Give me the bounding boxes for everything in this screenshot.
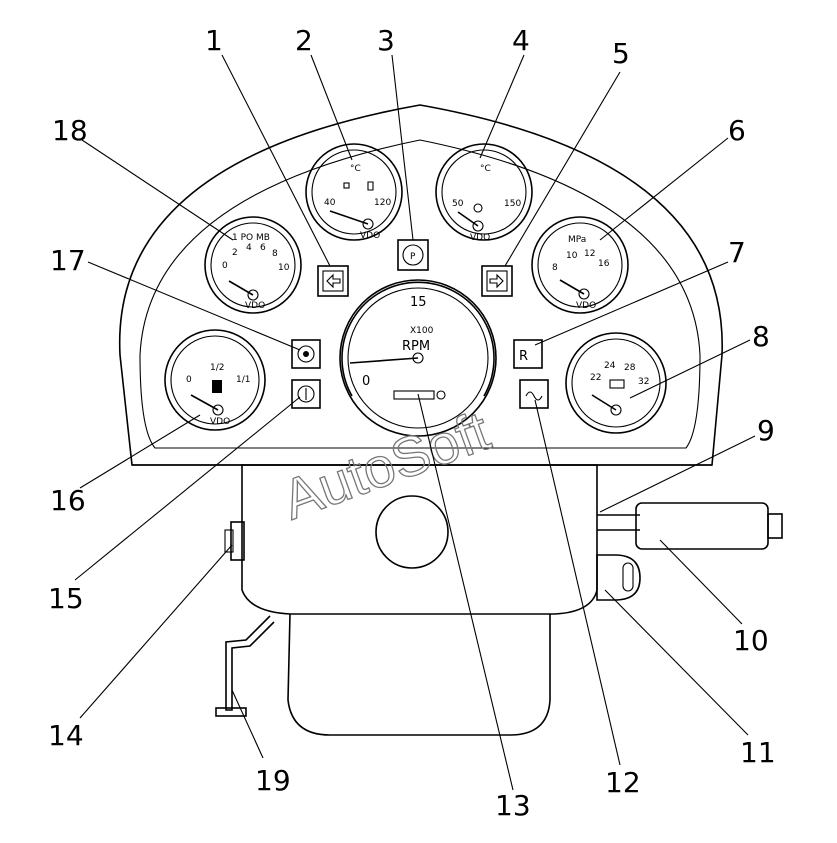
lower-lever-foot (215, 707, 247, 717)
oil-temp-tick-50: 50 (452, 199, 464, 209)
callout-11: 11 (740, 736, 776, 769)
coolant-top: °C (350, 164, 361, 174)
tacho-scale-0: 0 (362, 374, 370, 389)
tacho-needle (349, 357, 419, 364)
ammeter-gauge: 22 24 28 32 (565, 332, 667, 434)
left-turn-indicator (317, 265, 349, 297)
lever-end-cap (767, 513, 783, 539)
column-housing (241, 464, 598, 615)
oil-pressure-tick-0: 0 (222, 261, 228, 271)
ammeter-tick-32: 32 (638, 377, 649, 387)
oil-temp-gauge: °C 50 150 VDO (435, 143, 533, 243)
reverse-indicator: R (513, 339, 543, 369)
voltmeter-tick-12: 12 (584, 249, 595, 259)
ignition-key (622, 562, 634, 592)
callout-3: 3 (377, 24, 395, 57)
ignition-switch (596, 554, 641, 601)
indicator-17 (291, 339, 321, 369)
callout-8: 8 (752, 320, 770, 353)
dashboard-outer-outline (118, 104, 723, 466)
hour-counter (393, 390, 435, 400)
lower-lever (225, 615, 275, 711)
watermark: AutoSoft (274, 398, 498, 531)
left-switch (230, 521, 245, 561)
oil-pressure-tick-6: 6 (260, 243, 266, 253)
parking-brake-indicator: P (397, 239, 429, 271)
callout-10: 10 (733, 624, 769, 657)
tacho-multiplier: X100 (410, 326, 434, 336)
oil-pressure-tick-10: 10 (278, 263, 290, 273)
coolant-vdo: VDO (360, 231, 380, 241)
oil-temp-tick-150: 150 (504, 199, 521, 209)
leader-lines (74, 54, 756, 791)
voltmeter-tick-16: 16 (598, 259, 610, 269)
tacho-scale-15: 15 (410, 295, 427, 310)
tacho-unit: RPM (402, 339, 430, 354)
callout-4: 4 (512, 24, 530, 57)
callout-2: 2 (295, 24, 313, 57)
parking-label: P (410, 252, 416, 262)
fuel-tick-full: 1/1 (236, 375, 250, 385)
fuel-pump-icon (212, 380, 222, 393)
coolant-tick-40: 40 (324, 198, 336, 208)
callout-9: 9 (757, 414, 775, 447)
callout-1: 1 (205, 24, 223, 57)
callout-15: 15 (48, 582, 84, 615)
oil-pressure-top: 1 PO MB (232, 233, 270, 243)
oil-temp-vdo: VDO (470, 233, 490, 243)
fuel-vdo: VDO (210, 417, 230, 427)
ammeter-tick-22: 22 (590, 373, 601, 383)
tachometer: 15 0 X100 RPM (339, 279, 497, 437)
glow-plug-indicator (519, 379, 549, 409)
oil-temp-top: °C (480, 164, 491, 174)
callout-14: 14 (48, 719, 84, 752)
callout-16: 16 (50, 484, 86, 517)
ammeter-tick-28: 28 (624, 363, 636, 373)
lever-handle (635, 502, 769, 550)
callout-18: 18 (52, 114, 88, 147)
voltmeter-vdo: VDO (576, 301, 596, 311)
reverse-label: R (519, 349, 528, 364)
coolant-tick-120: 120 (374, 198, 391, 208)
steering-column-opening (375, 495, 449, 569)
callout-5: 5 (612, 37, 630, 70)
callout-17: 17 (50, 244, 86, 277)
callout-7: 7 (728, 236, 746, 269)
lower-column-shroud (287, 613, 551, 736)
oil-pressure-vdo: VDO (245, 301, 265, 311)
oil-pressure-gauge: 1 PO MB 0 2 4 6 8 10 VDO (204, 216, 302, 314)
oil-pressure-tick-2: 2 (232, 248, 238, 258)
callout-6: 6 (728, 114, 746, 147)
indicator-15 (291, 379, 321, 409)
fuel-tick-half: 1/2 (210, 363, 224, 373)
fuel-gauge: 0 1/2 1/1 VDO (164, 329, 266, 431)
callout-12: 12 (605, 766, 641, 799)
fuel-tick-0: 0 (186, 375, 192, 385)
left-switch-knob (224, 529, 234, 553)
voltmeter-tick-10: 10 (566, 251, 578, 261)
voltmeter-gauge: MPa 8 10 12 16 VDO (531, 216, 629, 314)
ammeter-tick-24: 24 (604, 361, 616, 371)
voltmeter-top: MPa (568, 235, 586, 245)
callout-13: 13 (495, 789, 531, 822)
right-turn-indicator (481, 265, 513, 297)
battery-icon (609, 379, 625, 389)
oil-pressure-tick-8: 8 (272, 249, 278, 259)
oil-pressure-tick-4: 4 (246, 243, 252, 253)
callout-labels: 1 2 3 4 5 6 7 8 9 10 11 12 13 14 15 16 1… (48, 24, 776, 822)
callout-19: 19 (255, 764, 291, 797)
coolant-temp-gauge: °C 40 120 VDO (305, 143, 403, 241)
dashboard-inner-outline (139, 139, 701, 449)
voltmeter-tick-8: 8 (552, 263, 558, 273)
